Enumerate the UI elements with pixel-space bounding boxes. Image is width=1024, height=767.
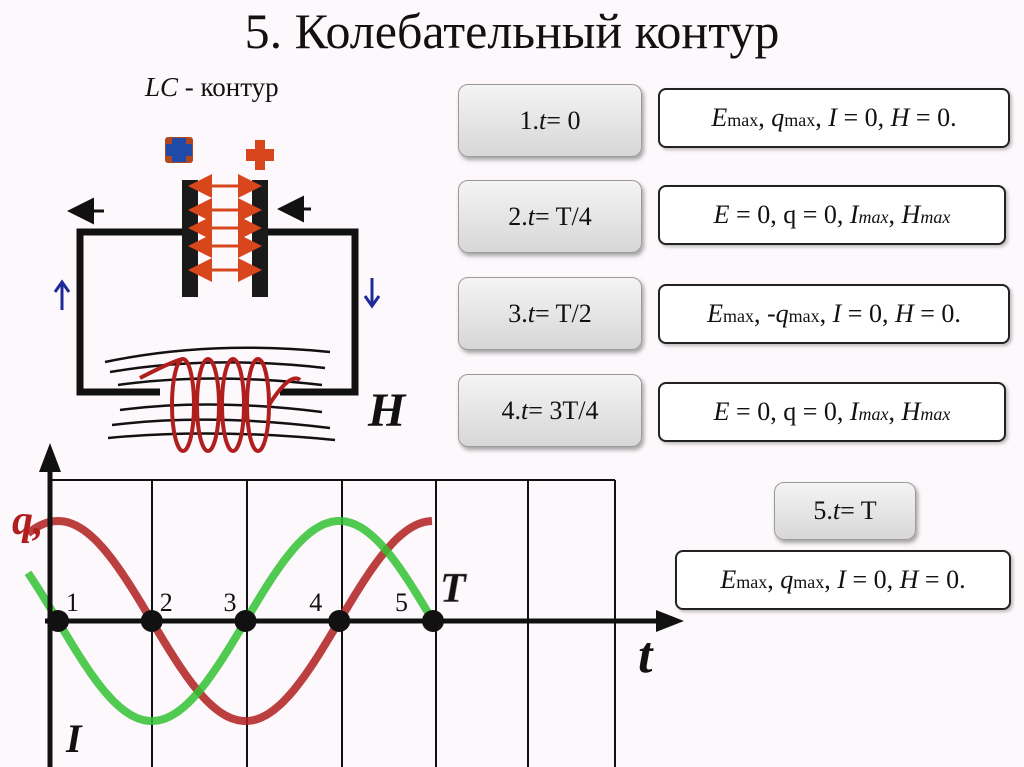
capacitor-plate-left (182, 180, 198, 297)
time-point-4 (328, 610, 351, 632)
circuit-wire (76, 228, 359, 396)
stage-2-value: = T/4 (534, 201, 592, 231)
state-5-box: Emax, qmax, I = 0, H = 0. (675, 550, 1011, 610)
x-axis-arrow-icon (656, 610, 684, 632)
stage-5-value: = T (840, 496, 877, 525)
current-arrow-up-icon (53, 279, 71, 310)
page-title: 5. Колебательный контур (244, 3, 780, 59)
electric-field-arrows (188, 174, 262, 282)
magnetic-field-label: H (367, 384, 407, 437)
state-1-box: Emax, qmax, I = 0, H = 0. (658, 88, 1010, 148)
stage-1-t: t (539, 105, 547, 135)
stage-4-value: = 3T/4 (528, 395, 599, 425)
stage-2-t: t (527, 201, 535, 231)
plus-sign-right-icon (246, 140, 274, 170)
lc-symbol: LC (145, 72, 179, 102)
stage-1-button[interactable]: 1. t = 0 (458, 84, 642, 157)
state-2-text: E = 0, q = 0, Imax, Hmax (713, 200, 951, 229)
graph-points: 1 2 3 4 5 (47, 588, 444, 632)
time-point-label-1: 1 (66, 588, 79, 617)
y-axis-label: q, (12, 498, 44, 544)
stage-3-button[interactable]: 3. t = T/2 (458, 277, 642, 350)
stage-5-button[interactable]: 5. t = T (774, 482, 916, 540)
stage-2-button[interactable]: 2. t = T/4 (458, 180, 642, 253)
time-point-2 (140, 610, 163, 632)
stage-1-value: = 0 (546, 105, 581, 135)
current-arrow-down-icon (363, 278, 381, 309)
state-3-box: Emax, -qmax, I = 0, H = 0. (658, 284, 1010, 344)
stage-5-t: t (832, 496, 841, 525)
time-point-3 (234, 610, 257, 632)
state-2-box: E = 0, q = 0, Imax, Hmax (658, 185, 1006, 245)
period-label: T (440, 566, 468, 612)
plus-sign-left-icon (165, 137, 193, 163)
current-label: I (65, 716, 83, 761)
circuit-subtitle: LC - контур (145, 72, 279, 103)
state-4-text: E = 0, q = 0, Imax, Hmax (713, 397, 951, 426)
stage-4-button[interactable]: 4. t = 3T/4 (458, 374, 642, 447)
stage-5-number: 5. (813, 496, 833, 525)
inductor-coil (139, 357, 302, 453)
state-5-text: Emax, qmax, I = 0, H = 0. (720, 565, 966, 594)
series-I-line (24, 517, 436, 725)
time-point-label-4: 4 (309, 588, 322, 617)
stage-4-t: t (520, 395, 529, 425)
stage-3-value: = T/2 (534, 298, 592, 328)
subtitle-text: - контур (178, 72, 279, 102)
time-point-label-5: 5 (395, 588, 408, 617)
state-3-text: Emax, -qmax, I = 0, H = 0. (707, 299, 961, 328)
stage-3-number: 3. (508, 298, 528, 328)
x-axis-label: t (638, 627, 654, 684)
stage-3-t: t (527, 298, 535, 328)
capacitor-plate-right (252, 180, 268, 297)
time-point-label-2: 2 (160, 588, 173, 617)
magnetic-field-lines (104, 346, 336, 442)
time-point-label-3: 3 (224, 588, 237, 617)
stage-4-number: 4. (501, 395, 521, 425)
y-axis-arrow-icon (39, 443, 61, 472)
series-q-line (25, 516, 433, 725)
graph-grid (50, 479, 616, 767)
stage-2-number: 2. (508, 201, 528, 231)
state-4-box: E = 0, q = 0, Imax, Hmax (658, 382, 1006, 442)
stage-1-number: 1. (519, 105, 540, 135)
time-point-5 (422, 610, 444, 632)
graph-curves (24, 516, 436, 725)
time-point-1 (47, 610, 69, 632)
state-1-text: Emax, qmax, I = 0, H = 0. (711, 103, 957, 132)
